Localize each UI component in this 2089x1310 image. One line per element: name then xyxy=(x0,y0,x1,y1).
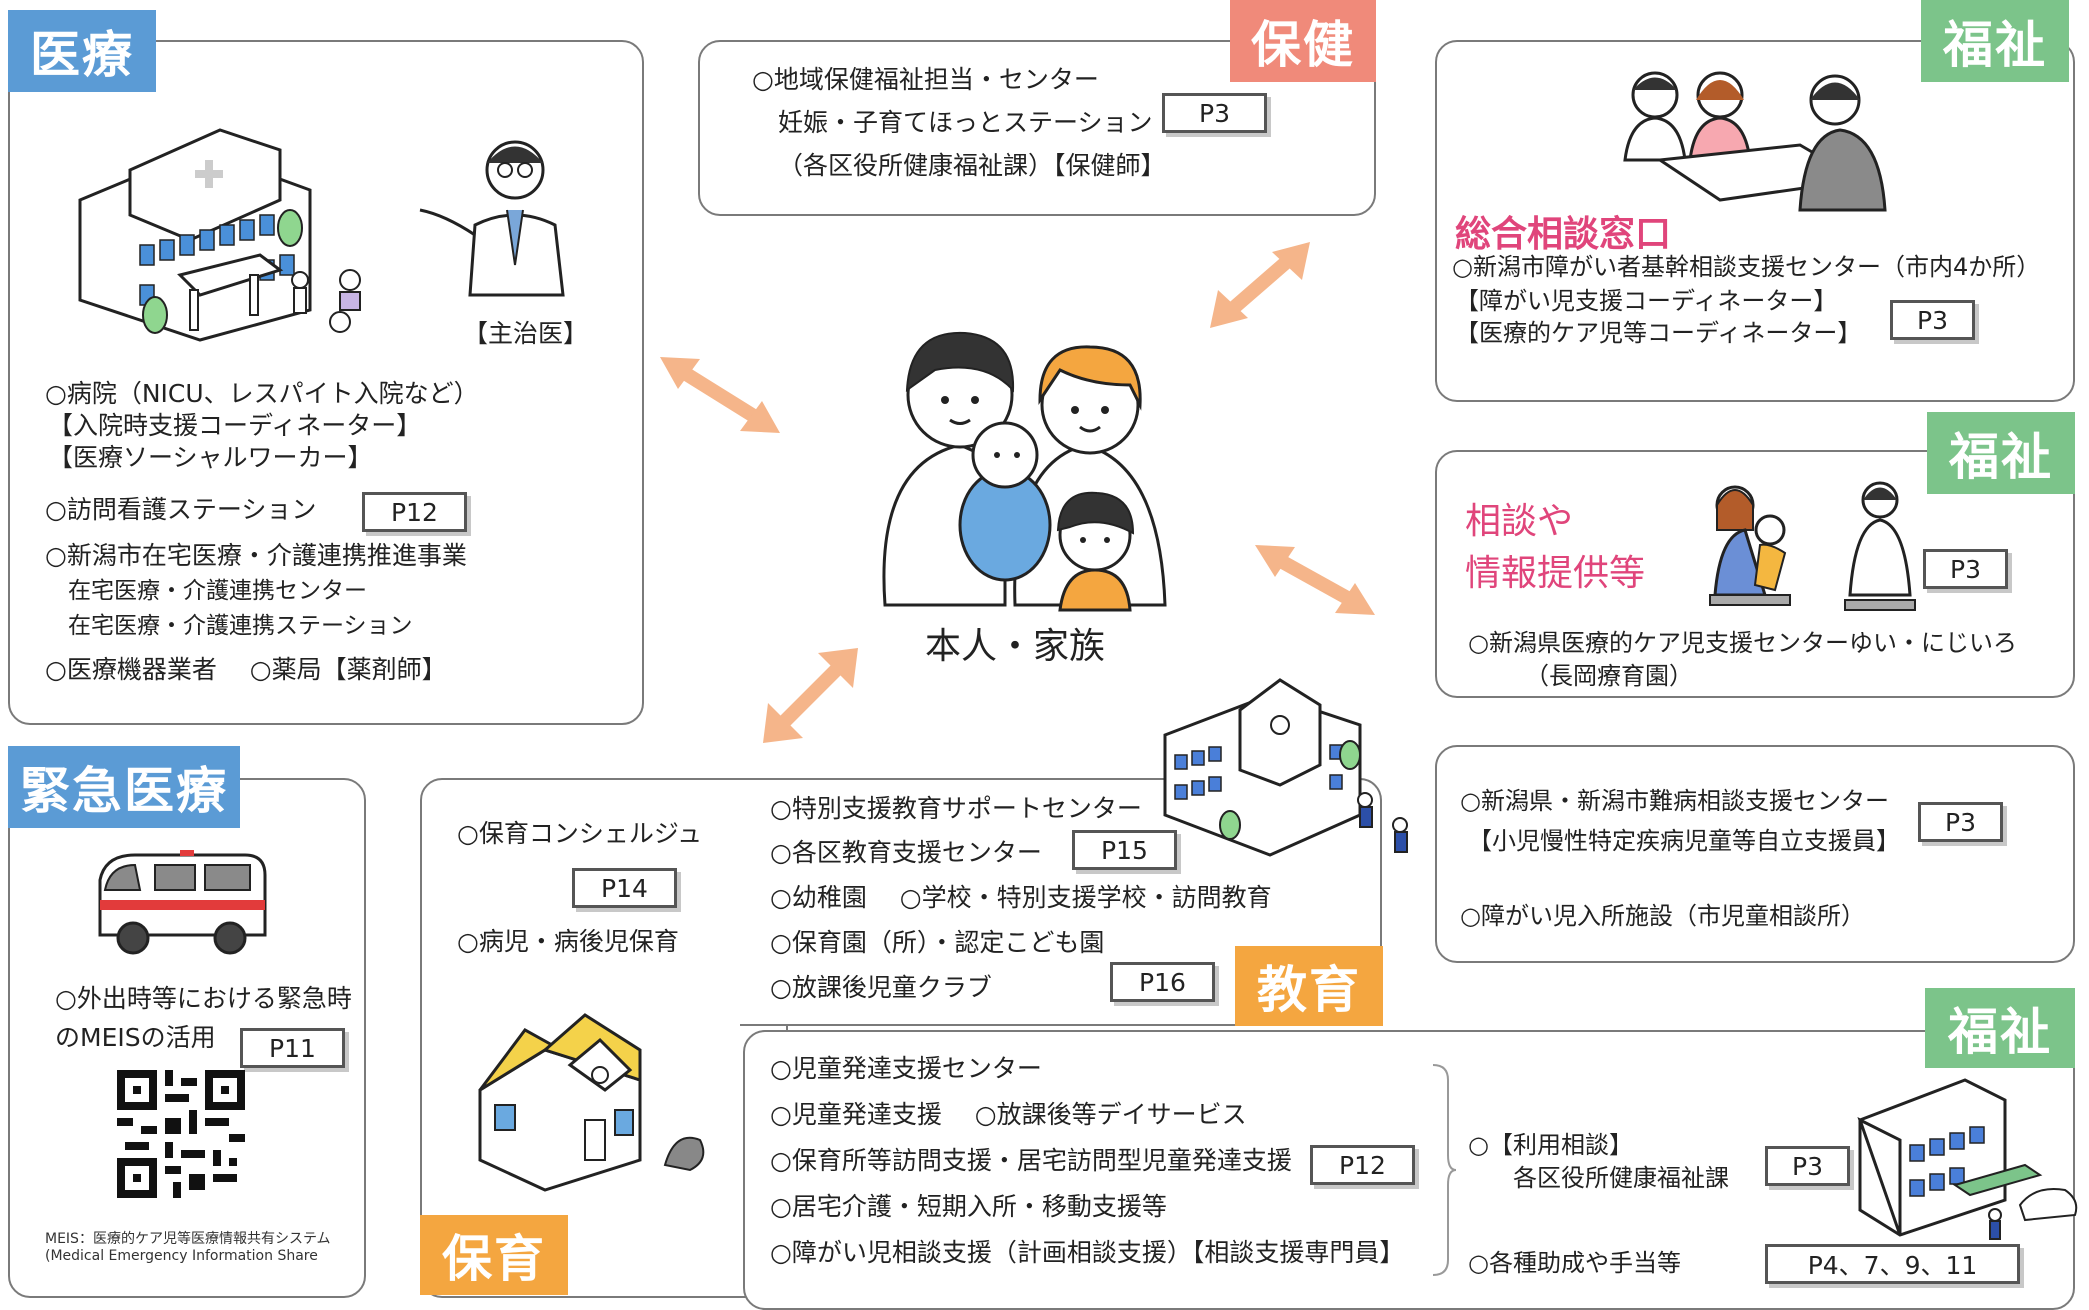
iryo-tag: 医療 xyxy=(8,10,156,92)
fukushi2-heading-2: 情報提供等 xyxy=(1465,553,1646,594)
fukushi1-line-3: 【医療的ケア児等コーディネーター】 xyxy=(1455,319,1862,347)
iryo-line-2: 【入院時支援コーディネーター】 xyxy=(48,411,422,440)
kyoiku-tag: 教育 xyxy=(1235,946,1383,1026)
kyoiku-line-2: ○各区教育支援センター xyxy=(770,838,1042,867)
iryo-line-3: 【医療ソーシャルワーカー】 xyxy=(48,443,373,472)
kyoiku-line-4: ○保育園（所）・認定こども園 xyxy=(770,928,1105,957)
iryo-line-6: 在宅医療・介護連携センター xyxy=(68,578,367,604)
kyoiku-line-1: ○特別支援教育サポートセンター xyxy=(770,794,1142,823)
iryo-line-8: ○医療機器業者 ○薬局【薬剤師】 xyxy=(45,655,447,684)
kinkyu-note-2: (Medical Emergency Information Share xyxy=(45,1248,318,1264)
fukushi4-right-page-ref-2[interactable]: P4、7、9、11 xyxy=(1765,1244,2020,1284)
iryo-page-ref[interactable]: P12 xyxy=(362,492,467,532)
fukushi4-tag: 福祉 xyxy=(1925,988,2075,1068)
nursery-icon xyxy=(478,1013,705,1192)
school-icon xyxy=(1163,678,1408,857)
fukushi4-right-line-2: 各区役所健康福祉課 xyxy=(1513,1164,1729,1192)
hoken-line-2: 妊娠・子育てほっとステーション xyxy=(778,108,1153,137)
fukushi3-line-2: 【小児慢性特定疾病児童等自立支援員】 xyxy=(1468,827,1900,855)
ambulance-icon xyxy=(98,850,267,955)
hoken-page-ref[interactable]: P3 xyxy=(1162,93,1267,133)
hoiku-line-2: ○病児・病後児保育 xyxy=(457,927,679,956)
fukushi3-line-3: ○障がい児入所施設（市児童相談所） xyxy=(1460,902,1865,930)
hoken-tag: 保健 xyxy=(1230,0,1376,82)
fukushi4-right-line-1: ○【利用相談】 xyxy=(1468,1131,1633,1159)
arrow-icon xyxy=(763,648,858,743)
consultation-icon xyxy=(1623,71,1887,212)
iryo-line-5: ○新潟市在宅医療・介護連携推進事業 xyxy=(45,541,467,570)
fukushi4-line-5: ○障がい児相談支援（計画相談支援）【相談支援専門員】 xyxy=(770,1238,1405,1267)
fukushi4-right-line-3: ○各種助成や手当等 xyxy=(1468,1249,1681,1277)
fukushi4-page-ref[interactable]: P12 xyxy=(1310,1145,1415,1185)
fukushi3-page-ref[interactable]: P3 xyxy=(1918,802,2003,842)
center-label: 本人・家族 xyxy=(925,626,1106,667)
kyoiku-line-3: ○幼稚園 ○学校・特別支援学校・訪問教育 xyxy=(770,883,1272,912)
doctor-icon xyxy=(419,140,565,297)
fukushi3-line-1: ○新潟県・新潟市難病相談支援センター xyxy=(1460,787,1889,815)
fukushi3-panel xyxy=(1435,745,2075,963)
kinkyu-tag: 緊急医療 xyxy=(8,746,240,828)
hoken-line-3: （各区役所健康福祉課）【保健師】 xyxy=(778,151,1166,180)
hospital-icon xyxy=(78,128,361,342)
fukushi4-line-2: ○児童発達支援 ○放課後等デイサービス xyxy=(770,1100,1247,1129)
fukushi1-panel xyxy=(1435,40,2075,402)
family-icon xyxy=(882,331,1167,612)
fukushi2-heading-1: 相談や xyxy=(1465,501,1574,542)
bracket-divider xyxy=(1432,1064,1457,1276)
fukushi4-line-4: ○居宅介護・短期入所・移動支援等 xyxy=(770,1192,1167,1221)
qr-code-icon xyxy=(117,1070,245,1198)
hoken-line-1: ○地域保健福祉担当・センター xyxy=(752,65,1099,94)
fukushi1-page-ref[interactable]: P3 xyxy=(1890,300,1975,340)
fukushi1-line-1: ○新潟市障がい者基幹相談支援センター（市内4か所） xyxy=(1452,253,2041,281)
hoiku-tag: 保育 xyxy=(420,1215,568,1295)
fukushi2-page-ref[interactable]: P3 xyxy=(1923,549,2008,589)
iryo-line-7: 在宅医療・介護連携ステーション xyxy=(68,613,413,639)
fukushi4-line-1: ○児童発達支援センター xyxy=(770,1054,1042,1083)
iryo-line-4: ○訪問看護ステーション xyxy=(45,495,317,524)
fukushi1-tag: 福祉 xyxy=(1921,0,2069,82)
caregiver-icon xyxy=(1709,481,1916,611)
kinkyu-line-2: のMEISの活用 xyxy=(55,1023,216,1052)
fukushi1-line-2: 【障がい児支援コーディネーター】 xyxy=(1455,287,1838,315)
arrow-icon xyxy=(1210,242,1310,328)
fukushi4-right-page-ref[interactable]: P3 xyxy=(1765,1146,1850,1186)
hoiku-line-1: ○保育コンシェルジュ xyxy=(457,819,703,848)
kinkyu-line-1: ○外出時等における緊急時 xyxy=(55,984,352,1013)
kyoiku-page-ref-2[interactable]: P16 xyxy=(1110,962,1215,1002)
arrow-icon xyxy=(1255,545,1375,615)
facility-icon xyxy=(1857,1078,2078,1240)
kinkyu-note-1: MEIS：医療的ケア児等医療情報共有システム xyxy=(45,1231,331,1247)
fukushi4-line-3: ○保育所等訪問支援・居宅訪問型児童発達支援 xyxy=(770,1146,1292,1175)
kyoiku-page-ref-1[interactable]: P15 xyxy=(1072,830,1177,870)
fukushi2-tag: 福祉 xyxy=(1927,412,2075,494)
arrow-icon xyxy=(660,357,780,433)
doctor-caption: 【主治医】 xyxy=(463,319,589,348)
fukushi1-heading: 総合相談窓口 xyxy=(1455,214,1672,255)
iryo-line-1: ○病院（NICU、レスパイト入院など） xyxy=(45,379,479,408)
kyoiku-line-5: ○放課後児童クラブ xyxy=(770,973,992,1002)
hoiku-page-ref[interactable]: P14 xyxy=(572,868,677,908)
fukushi2-line-2: （長岡療育園） xyxy=(1525,662,1693,690)
fukushi2-line-1: ○新潟県医療的ケア児支援センターゆい・にじいろ xyxy=(1468,629,2017,657)
kinkyu-page-ref[interactable]: P11 xyxy=(240,1028,345,1068)
